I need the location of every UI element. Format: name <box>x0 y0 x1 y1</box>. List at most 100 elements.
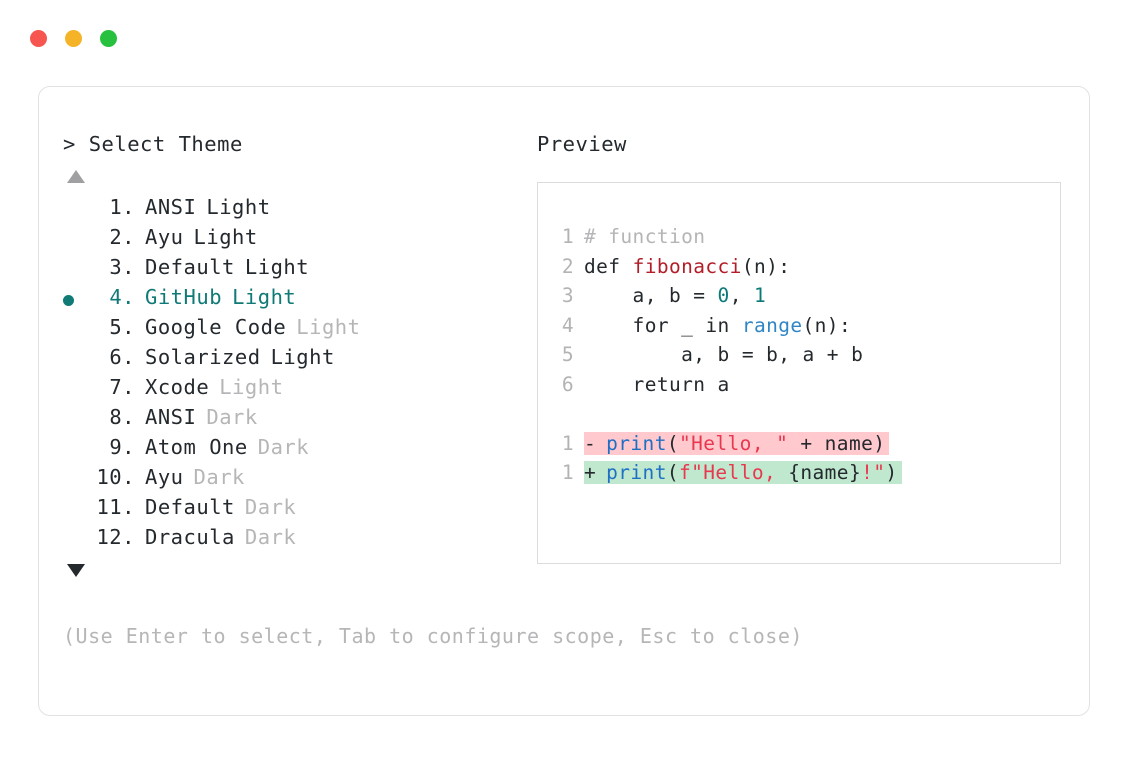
code-token: range <box>741 313 803 337</box>
theme-item-index: 2. <box>109 225 135 249</box>
selection-bullet-slot <box>63 495 91 525</box>
code-token: for _ in <box>584 313 742 337</box>
code-token: "Hello, " <box>678 431 789 455</box>
theme-item-index: 7. <box>109 375 135 399</box>
scroll-down-arrow-icon[interactable] <box>67 564 85 577</box>
theme-list-item[interactable]: 6. Solarized Light <box>63 345 523 375</box>
theme-item-name: GitHub <box>145 285 223 309</box>
theme-list-item[interactable]: 12. Dracula Dark <box>63 525 523 555</box>
code-token: f"Hello, <box>678 461 789 484</box>
theme-item-index: 3. <box>109 255 135 279</box>
selection-bullet-slot <box>63 465 91 495</box>
code-token: return a <box>584 372 730 396</box>
code-blank-line <box>538 402 1060 432</box>
close-icon[interactable] <box>30 30 47 47</box>
code-text: def fibonacci(n): <box>584 255 790 278</box>
code-token: + name) <box>788 431 886 455</box>
theme-item-index: 4. <box>109 285 135 309</box>
selection-bullet-slot <box>63 225 91 255</box>
selection-bullet-slot <box>63 345 91 375</box>
code-line: 6 return a <box>538 373 1060 403</box>
theme-item-variant: Light <box>244 255 310 279</box>
selection-bullet-slot <box>63 435 91 465</box>
theme-item-name: Dracula <box>145 525 235 549</box>
theme-item-index: 9. <box>109 435 135 459</box>
selection-bullet-slot <box>63 255 91 285</box>
diff-highlight: -print("Hello, " + name) <box>584 431 890 455</box>
line-number: 6 <box>561 372 574 396</box>
code-token: (n): <box>741 254 791 278</box>
theme-item-name: Solarized <box>145 345 261 369</box>
theme-item-name: Ayu <box>145 225 184 249</box>
code-token: 0 <box>717 284 730 307</box>
theme-item-variant: Dark <box>244 495 297 519</box>
theme-list-item[interactable]: 7. Xcode Light <box>63 375 523 405</box>
diff-line-del: 1 -print("Hello, " + name) <box>538 431 1060 462</box>
selection-bullet-slot <box>63 375 91 405</box>
theme-item-variant: Dark <box>244 525 297 549</box>
line-number: 5 <box>561 343 574 366</box>
code-line: 1 # function <box>538 225 1060 255</box>
code-token: print <box>606 431 667 455</box>
page-title: Select Theme <box>88 132 243 156</box>
code-token: print <box>606 461 667 484</box>
code-token: !" <box>861 461 886 484</box>
scroll-up-arrow-icon[interactable] <box>67 170 85 183</box>
theme-item-variant: Light <box>219 375 284 399</box>
code-line: 3 a, b = 0, 1 <box>538 284 1060 314</box>
code-token: a, b = b, a + b <box>584 343 864 366</box>
code-token: ( <box>666 461 679 484</box>
theme-list-item[interactable]: 2. Ayu Light <box>63 225 523 255</box>
theme-item-index: 6. <box>109 345 135 369</box>
theme-item-index: 12. <box>96 525 135 549</box>
minimize-icon[interactable] <box>65 30 82 47</box>
maximize-icon[interactable] <box>100 30 117 47</box>
code-text: for _ in range(n): <box>584 314 851 337</box>
theme-list-item[interactable]: 9. Atom One Dark <box>63 435 523 465</box>
code-preview-box: 1 # function 2 def fibonacci(n): 3 a, b = 0,… <box>537 182 1061 564</box>
prompt-header: > Select Theme <box>63 132 523 156</box>
code-token: 1 <box>753 284 767 307</box>
prompt-caret-icon: > <box>63 132 76 156</box>
keyboard-hint: (Use Enter to select, Tab to configure s… <box>63 624 803 648</box>
theme-list-item[interactable]: 4. GitHub Light <box>63 285 523 315</box>
line-number: 4 <box>561 313 574 337</box>
selection-bullet-icon <box>63 294 74 306</box>
theme-item-name: Google Code <box>145 315 287 339</box>
theme-item-index: 10. <box>96 465 135 489</box>
theme-item-variant: Dark <box>257 435 310 459</box>
code-line: 2 def fibonacci(n): <box>538 255 1060 285</box>
theme-item-variant: Light <box>232 285 297 309</box>
theme-item-variant: Light <box>193 225 258 249</box>
line-number: 1 <box>561 225 574 248</box>
theme-item-name: Default <box>145 495 235 519</box>
diff-sign: + <box>584 461 597 484</box>
line-number: 1 <box>561 431 574 455</box>
line-number: 2 <box>561 254 574 278</box>
window-controls <box>30 30 117 47</box>
theme-item-variant: Light <box>206 195 271 219</box>
theme-item-variant: Light <box>270 345 335 369</box>
code-token: def <box>584 254 633 278</box>
theme-item-name: Atom One <box>145 435 248 459</box>
selection-bullet-slot <box>63 285 91 315</box>
code-text: # function <box>584 225 705 248</box>
theme-item-variant: Light <box>296 315 361 339</box>
theme-item-name: Xcode <box>145 375 210 399</box>
theme-list-item[interactable]: 10. Ayu Dark <box>63 465 523 495</box>
diff-highlight: +print(f"Hello, {name}!") <box>584 461 902 484</box>
selection-bullet-slot <box>63 195 91 225</box>
code-token: ) <box>885 461 898 484</box>
theme-item-variant: Dark <box>193 465 245 489</box>
diff-sign: - <box>584 431 597 455</box>
theme-item-name: Ayu <box>145 465 184 489</box>
line-number: 1 <box>561 461 574 484</box>
code-line: 5 a, b = b, a + b <box>538 343 1060 373</box>
